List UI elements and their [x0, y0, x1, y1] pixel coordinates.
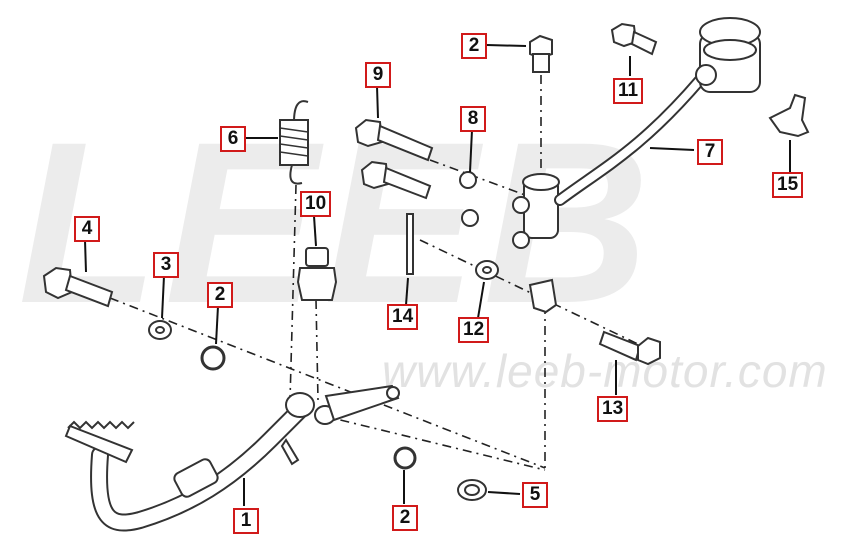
- axis-line-adjuster: [315, 299, 319, 401]
- master-cylinder: [512, 173, 560, 249]
- watermark-url: www.leeb-motor.com: [382, 345, 828, 397]
- callout-4: 4: [74, 216, 100, 242]
- leader-9: [376, 85, 379, 119]
- callout-11: 11: [613, 78, 644, 104]
- callout-5: 5: [522, 482, 548, 508]
- callout-13: 13: [597, 396, 629, 422]
- washer-part-8-bottom: [461, 209, 479, 227]
- bolt-part-11: [610, 22, 658, 56]
- brake-pedal-part-1: [64, 384, 400, 532]
- oring-part-2-bottom: [393, 446, 417, 470]
- axis-line-spring: [289, 184, 297, 401]
- bracket-part-15: [768, 93, 810, 138]
- adjuster-part-10: [296, 247, 338, 301]
- callout-2-left: 2: [207, 282, 233, 308]
- bolt-part-4: [42, 266, 114, 308]
- axis-line-bolt4: [109, 297, 546, 469]
- leader-2c: [486, 44, 527, 47]
- callout-12: 12: [458, 317, 490, 343]
- callout-2-top: 2: [461, 33, 487, 59]
- callout-7: 7: [697, 139, 723, 165]
- reservoir-part-7: [695, 17, 761, 93]
- pin-part-14: [406, 213, 414, 275]
- leader-12: [477, 281, 485, 319]
- washer-part-8-top: [459, 171, 477, 189]
- leader-4: [84, 239, 87, 273]
- spring-part-6: [279, 100, 309, 185]
- oring-part-2-left: [200, 345, 226, 371]
- callout-3: 3: [153, 252, 179, 278]
- callout-6: 6: [220, 126, 246, 152]
- callout-9: 9: [365, 62, 391, 88]
- leader-2a: [215, 305, 219, 345]
- callout-10: 10: [300, 191, 332, 217]
- callout-8: 8: [460, 106, 486, 132]
- leader-14: [405, 277, 409, 306]
- leader-3: [161, 275, 165, 319]
- callout-14: 14: [387, 304, 419, 330]
- leader-7: [649, 147, 695, 151]
- callout-1: 1: [233, 508, 259, 534]
- axis-line-upper: [419, 239, 641, 346]
- axis-line-bolt9: [429, 159, 526, 196]
- callout-15: 15: [772, 172, 804, 198]
- bolt-part-2-top: [529, 34, 553, 73]
- axis-line-pivot: [319, 414, 546, 471]
- leader-10: [313, 215, 317, 247]
- bolt-part-9: [354, 118, 434, 200]
- clevis: [528, 278, 558, 314]
- callout-2-bottom: 2: [392, 505, 418, 531]
- leader-5: [487, 491, 521, 495]
- bolt-part-13: [598, 330, 661, 366]
- leader-8: [469, 129, 473, 173]
